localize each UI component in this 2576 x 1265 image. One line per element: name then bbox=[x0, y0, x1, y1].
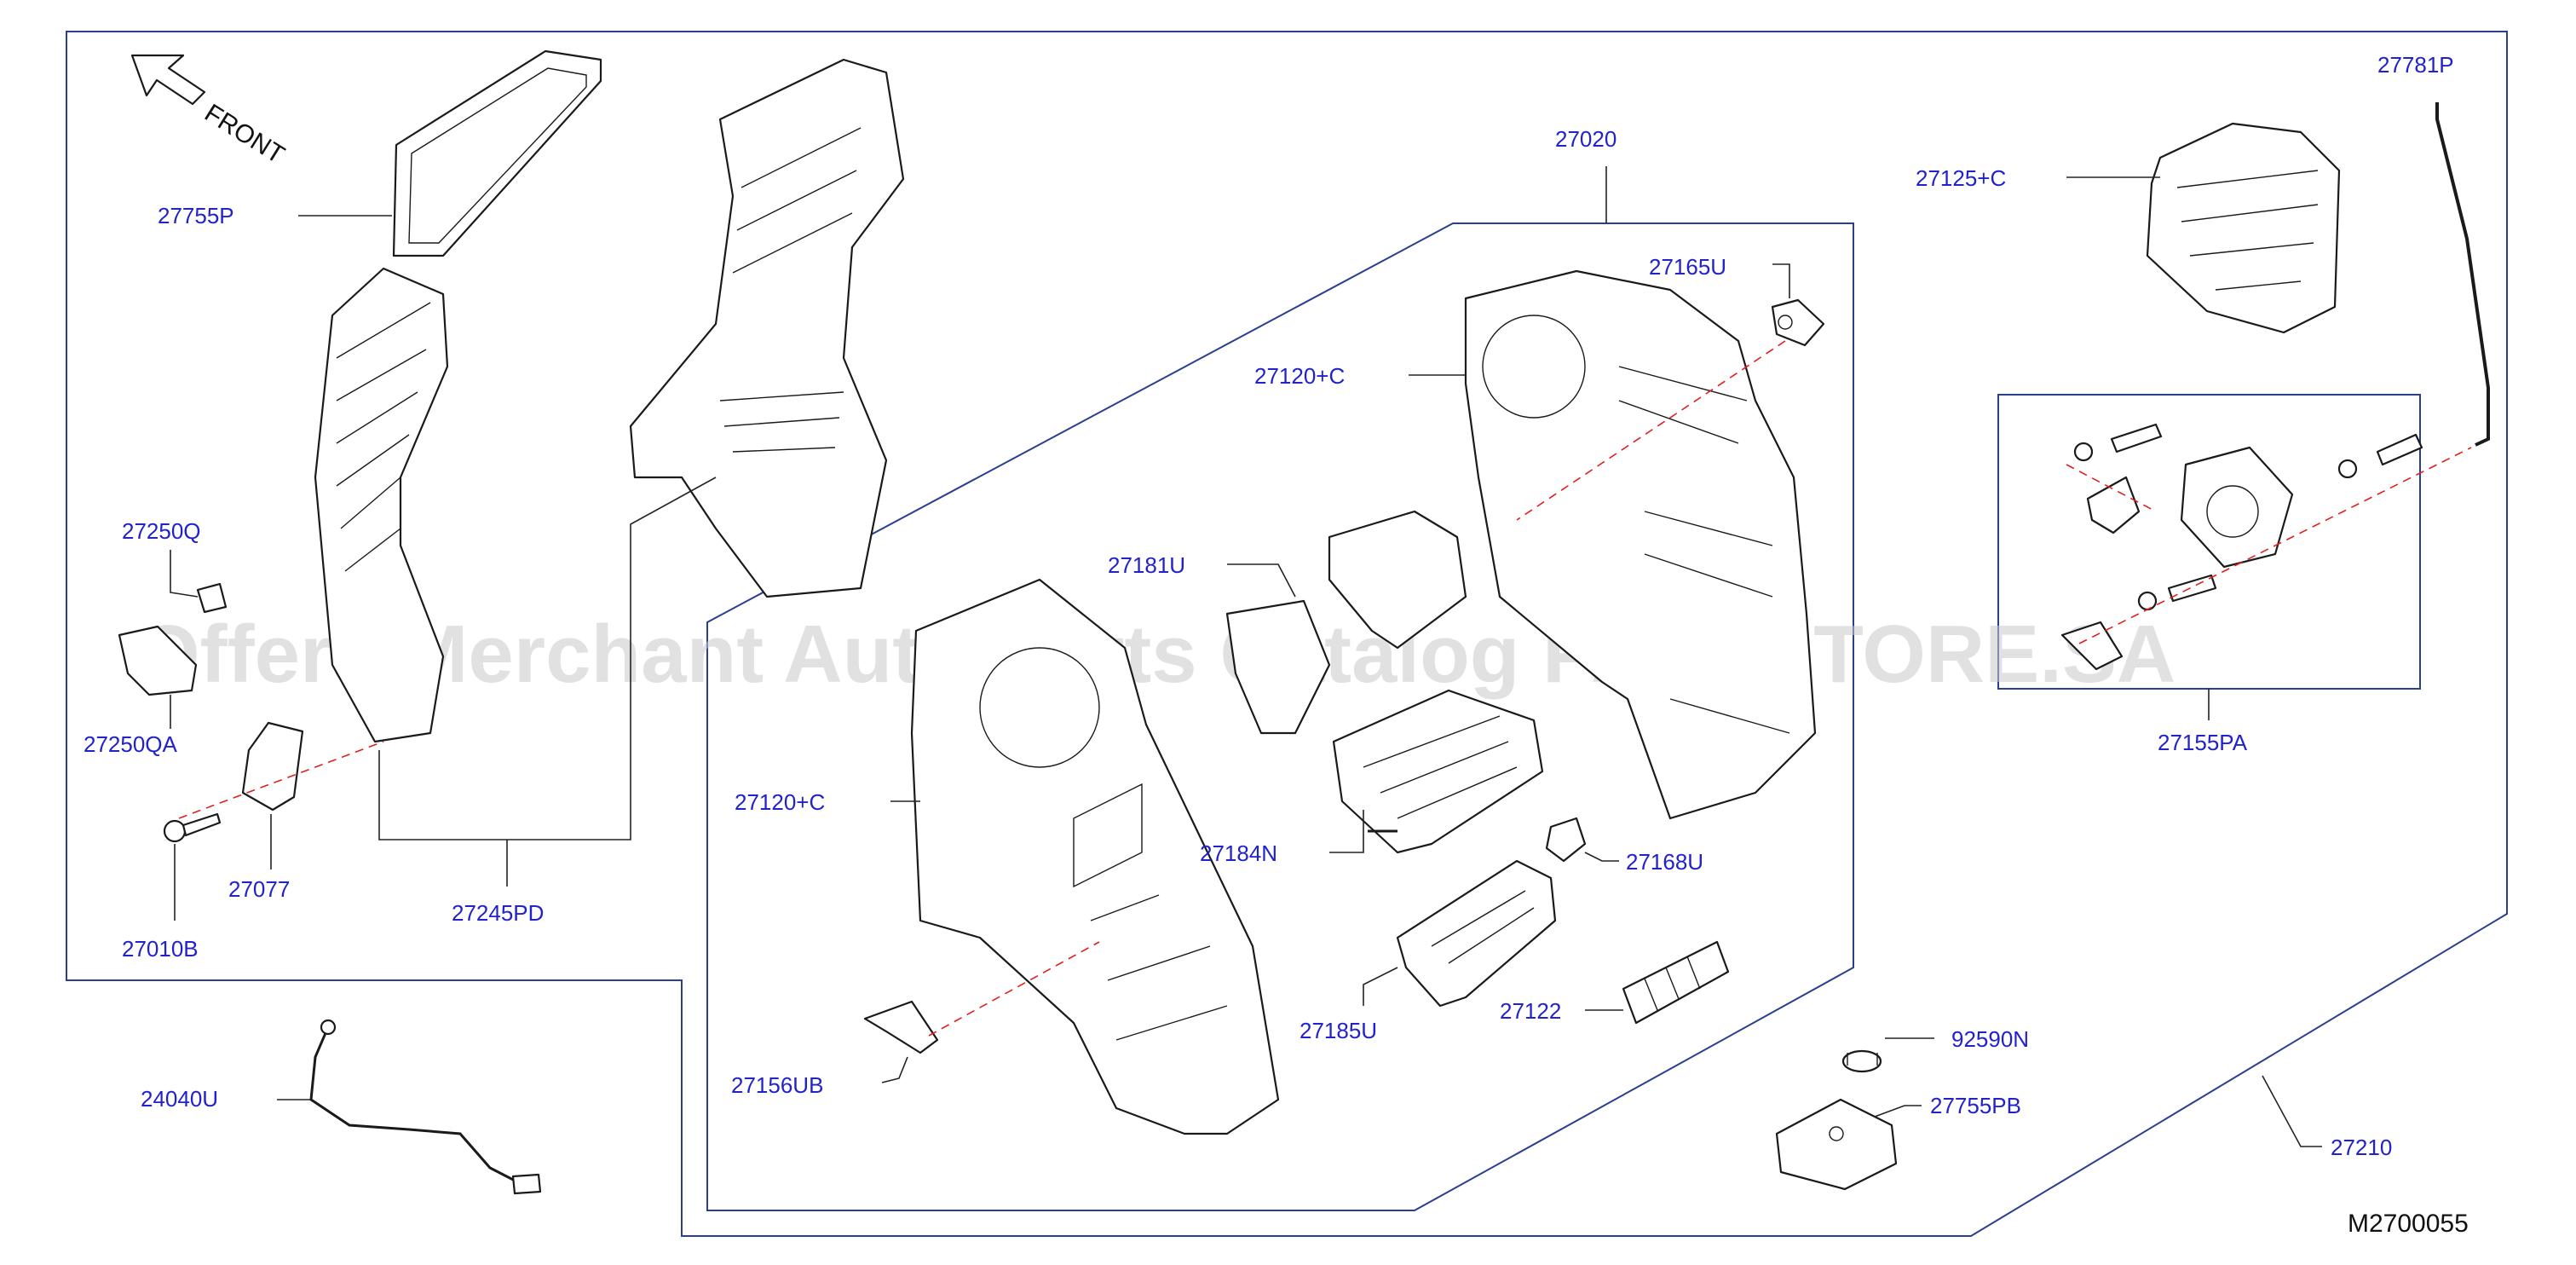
callout-27125C: 27125+C bbox=[1916, 165, 2006, 191]
callout-27181U: 27181U bbox=[1108, 552, 1185, 578]
callout-27250QA: 27250QA bbox=[84, 731, 178, 757]
blower-housing bbox=[910, 578, 1280, 1135]
callout-27077: 27077 bbox=[228, 876, 290, 902]
callout-27156UB: 27156UB bbox=[731, 1072, 823, 1098]
callout-27185U: 27185U bbox=[1300, 1018, 1377, 1043]
heater-unit-frame bbox=[706, 222, 1854, 1211]
watermark: Offers Merchant Auto Parts Catalog PARTS… bbox=[136, 609, 2175, 700]
lever-link bbox=[2060, 476, 2141, 671]
lever-27165U bbox=[1771, 298, 1825, 347]
clip-27250Q bbox=[196, 582, 228, 614]
rod-27781P bbox=[2435, 102, 2490, 447]
upper-duct bbox=[629, 58, 905, 598]
callout-92590N: 92590N bbox=[1951, 1026, 2029, 1052]
grommet-92590N bbox=[1841, 1049, 1882, 1073]
diagram-code: M2700055 bbox=[2348, 1210, 2469, 1238]
heater-housing-27120C bbox=[1464, 269, 1817, 820]
callout-27250Q: 27250Q bbox=[122, 518, 201, 544]
callout-27755P: 27755P bbox=[158, 203, 234, 228]
outer-assembly-frame bbox=[66, 31, 2508, 1237]
callout-24040U: 24040U bbox=[141, 1086, 218, 1112]
callout-27165U: 27165U bbox=[1649, 254, 1726, 280]
front-arrow-icon bbox=[130, 54, 206, 106]
bracket-27250QA bbox=[118, 625, 198, 696]
callout-27210: 27210 bbox=[2331, 1135, 2392, 1160]
door-27181U bbox=[1225, 510, 1467, 735]
callout-27010B: 27010B bbox=[122, 936, 199, 962]
actuator-27125C bbox=[2146, 122, 2341, 334]
evaporator-27184N bbox=[1332, 689, 1544, 854]
callout-27168U: 27168U bbox=[1626, 849, 1703, 875]
harness-24040U bbox=[309, 1019, 542, 1195]
filter-27122 bbox=[1622, 940, 1730, 1025]
callout-27155PA: 27155PA bbox=[2158, 730, 2248, 755]
callout-27122: 27122 bbox=[1500, 998, 1561, 1024]
callout-27120C-left: 27120+C bbox=[735, 789, 825, 815]
duct-27245PD bbox=[314, 267, 449, 743]
resistor-27077 bbox=[241, 721, 304, 812]
seal-27755P bbox=[392, 49, 602, 257]
callout-27120C-top: 27120+C bbox=[1254, 363, 1345, 389]
front-label: FRONT bbox=[199, 99, 289, 170]
callout-27781P: 27781P bbox=[2377, 52, 2454, 78]
heater-core-27185U bbox=[1396, 859, 1557, 1008]
callout-27184N: 27184N bbox=[1200, 840, 1277, 866]
pad-27755PB bbox=[1775, 1098, 1898, 1191]
callout-27755PB: 27755PB bbox=[1930, 1093, 2021, 1118]
bracket-27156UB bbox=[863, 1000, 939, 1054]
callout-27245PD: 27245PD bbox=[452, 900, 544, 926]
screw-27010B bbox=[163, 812, 222, 843]
actuator-motor bbox=[2180, 446, 2294, 569]
callout-27020: 27020 bbox=[1555, 126, 1616, 152]
clip-27168U bbox=[1545, 817, 1587, 863]
